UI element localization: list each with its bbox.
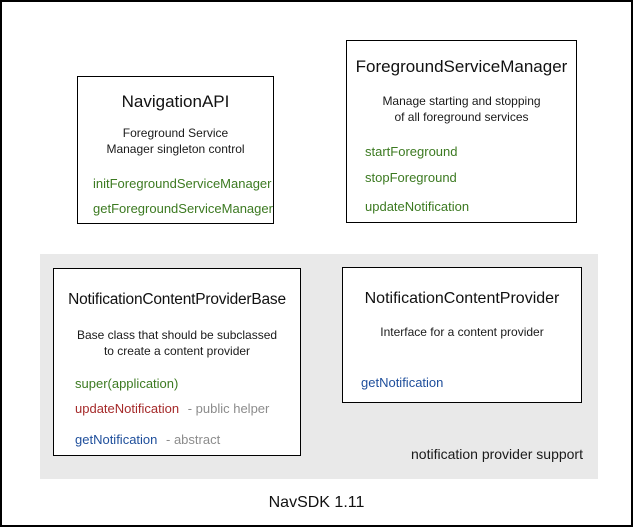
method-stopForeground: stopForeground	[365, 170, 457, 185]
panel-label-notification-provider-support: notification provider support	[411, 446, 583, 462]
class-description: Interface for a content provider	[343, 324, 581, 340]
method-super-application: super(application)	[75, 376, 178, 391]
class-title-notification-content-provider-base: NotificationContentProviderBase	[68, 291, 286, 308]
description-line: of all foreground services	[394, 110, 529, 124]
class-box-notification-content-provider: NotificationContentProvider Interface fo…	[342, 267, 582, 403]
class-description: Manage starting and stopping of all fore…	[347, 93, 576, 125]
method-updateNotification: updateNotification - public helper	[75, 401, 269, 416]
method-label: getNotification	[75, 432, 158, 447]
method-getForegroundServiceManager: getForegroundServiceManager	[93, 201, 273, 216]
description-line: to create a content provider	[103, 344, 251, 358]
description-line: Base class that should be subclassed	[76, 328, 278, 342]
method-initForegroundServiceManager: initForegroundServiceManager	[93, 176, 272, 191]
class-title-foreground-service-manager: ForegroundServiceManager	[355, 57, 568, 76]
diagram-caption-navsdk-version: NavSDK 1.11	[268, 494, 365, 511]
description-line: Interface for a content provider	[380, 325, 544, 339]
class-description: Foreground Service Manager singleton con…	[78, 125, 273, 157]
class-box-navigation-api: NavigationAPI Foreground Service Manager…	[77, 76, 274, 224]
method-label: super(application)	[75, 376, 179, 391]
method-startForeground: startForeground	[365, 144, 458, 159]
description-line: Manager singleton control	[106, 142, 245, 156]
class-title-notification-content-provider: NotificationContentProvider	[364, 290, 560, 307]
class-title-navigation-api: NavigationAPI	[121, 92, 230, 111]
method-annotation: - abstract	[166, 432, 221, 447]
description-line: Foreground Service	[122, 126, 229, 140]
method-label: updateNotification	[75, 401, 180, 416]
method-updateNotification: updateNotification	[365, 199, 470, 214]
class-description: Base class that should be subclassed to …	[54, 327, 300, 359]
class-box-foreground-service-manager: ForegroundServiceManager Manage starting…	[346, 40, 577, 223]
method-annotation: - public helper	[187, 401, 270, 416]
method-getNotification: getNotification - abstract	[75, 432, 220, 447]
method-getNotification: getNotification	[361, 375, 444, 390]
description-line: Manage starting and stopping	[382, 94, 541, 108]
class-box-notification-content-provider-base: NotificationContentProviderBase Base cla…	[53, 268, 301, 456]
